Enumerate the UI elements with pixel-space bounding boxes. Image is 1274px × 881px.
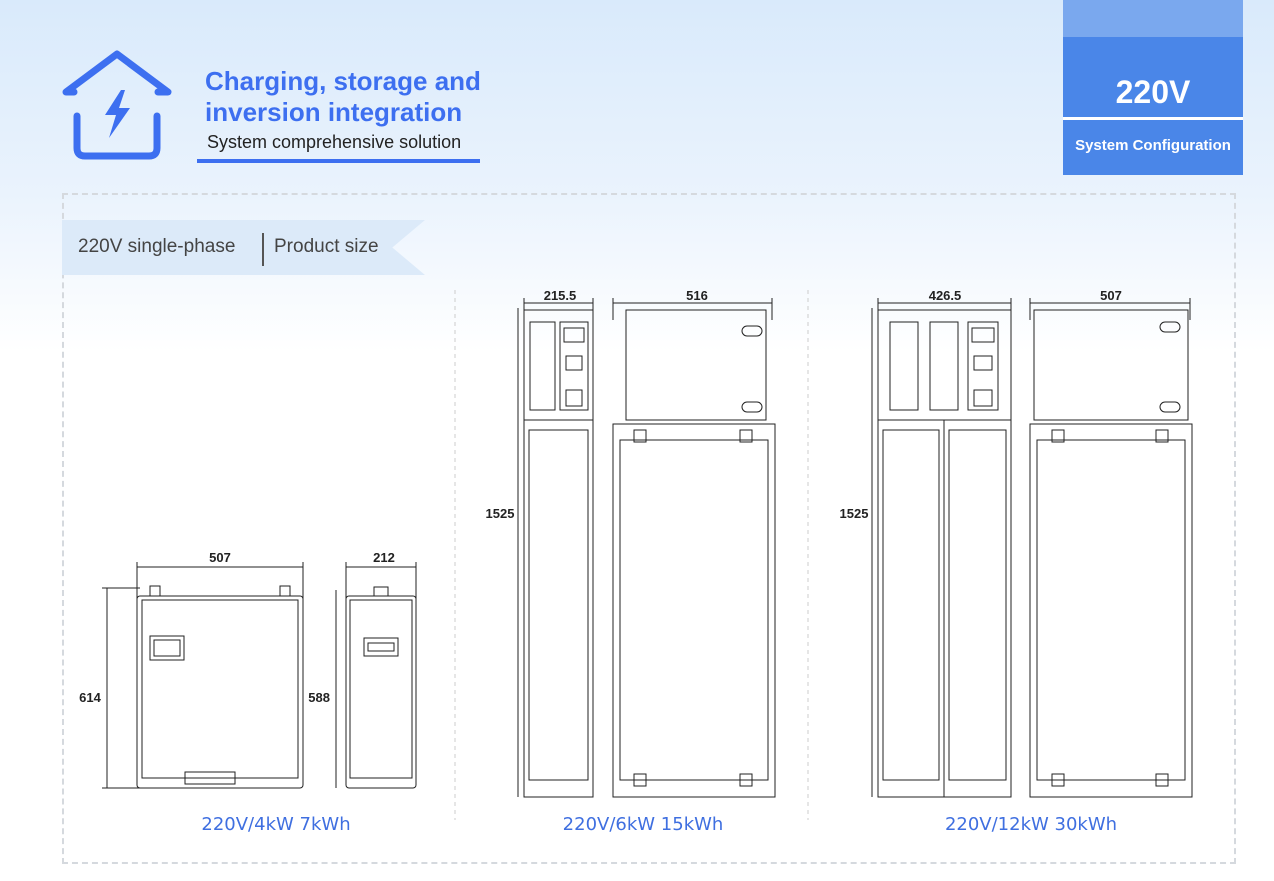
tag-phase: 220V single-phase: [78, 236, 236, 257]
dim-front-width: 507: [209, 550, 231, 565]
header-title: Charging, storage and inversion integrat…: [205, 66, 481, 127]
product-1-caption: 220V/4kW 7kWh: [201, 814, 351, 835]
section-tag: 220V single-phase Product size: [62, 220, 425, 275]
dim-side-height: 588: [308, 690, 330, 705]
product-1-drawing: 507 614 212 588: [79, 550, 417, 789]
config-voltage: 220V: [1115, 74, 1191, 110]
product-size-panel: [62, 193, 1236, 864]
product-2-caption: 220V/6kW 15kWh: [562, 814, 724, 835]
dim-front-width: 426.5: [929, 288, 962, 303]
product-3-caption: 220V/12kW 30kWh: [944, 814, 1118, 835]
dim-front-width: 215.5: [544, 288, 577, 303]
house-lightning-icon: [62, 50, 172, 160]
config-label: System Configuration: [1075, 137, 1231, 154]
product-3-drawing: 426.5 507 1525: [840, 288, 1193, 798]
tag-section: Product size: [274, 236, 379, 257]
config-badge: 220V System Configuration: [1063, 0, 1243, 175]
dim-height: 1525: [840, 506, 869, 521]
dim-side-width: 516: [686, 288, 708, 303]
dim-side-width: 507: [1100, 288, 1122, 303]
header-subtitle: System comprehensive solution: [207, 132, 462, 152]
title-underline: [197, 159, 480, 163]
dim-height: 1525: [486, 506, 515, 521]
dim-side-width: 212: [373, 550, 395, 565]
dim-front-height: 614: [79, 690, 101, 705]
product-2-drawing: 215.5 516 1525: [486, 288, 776, 798]
